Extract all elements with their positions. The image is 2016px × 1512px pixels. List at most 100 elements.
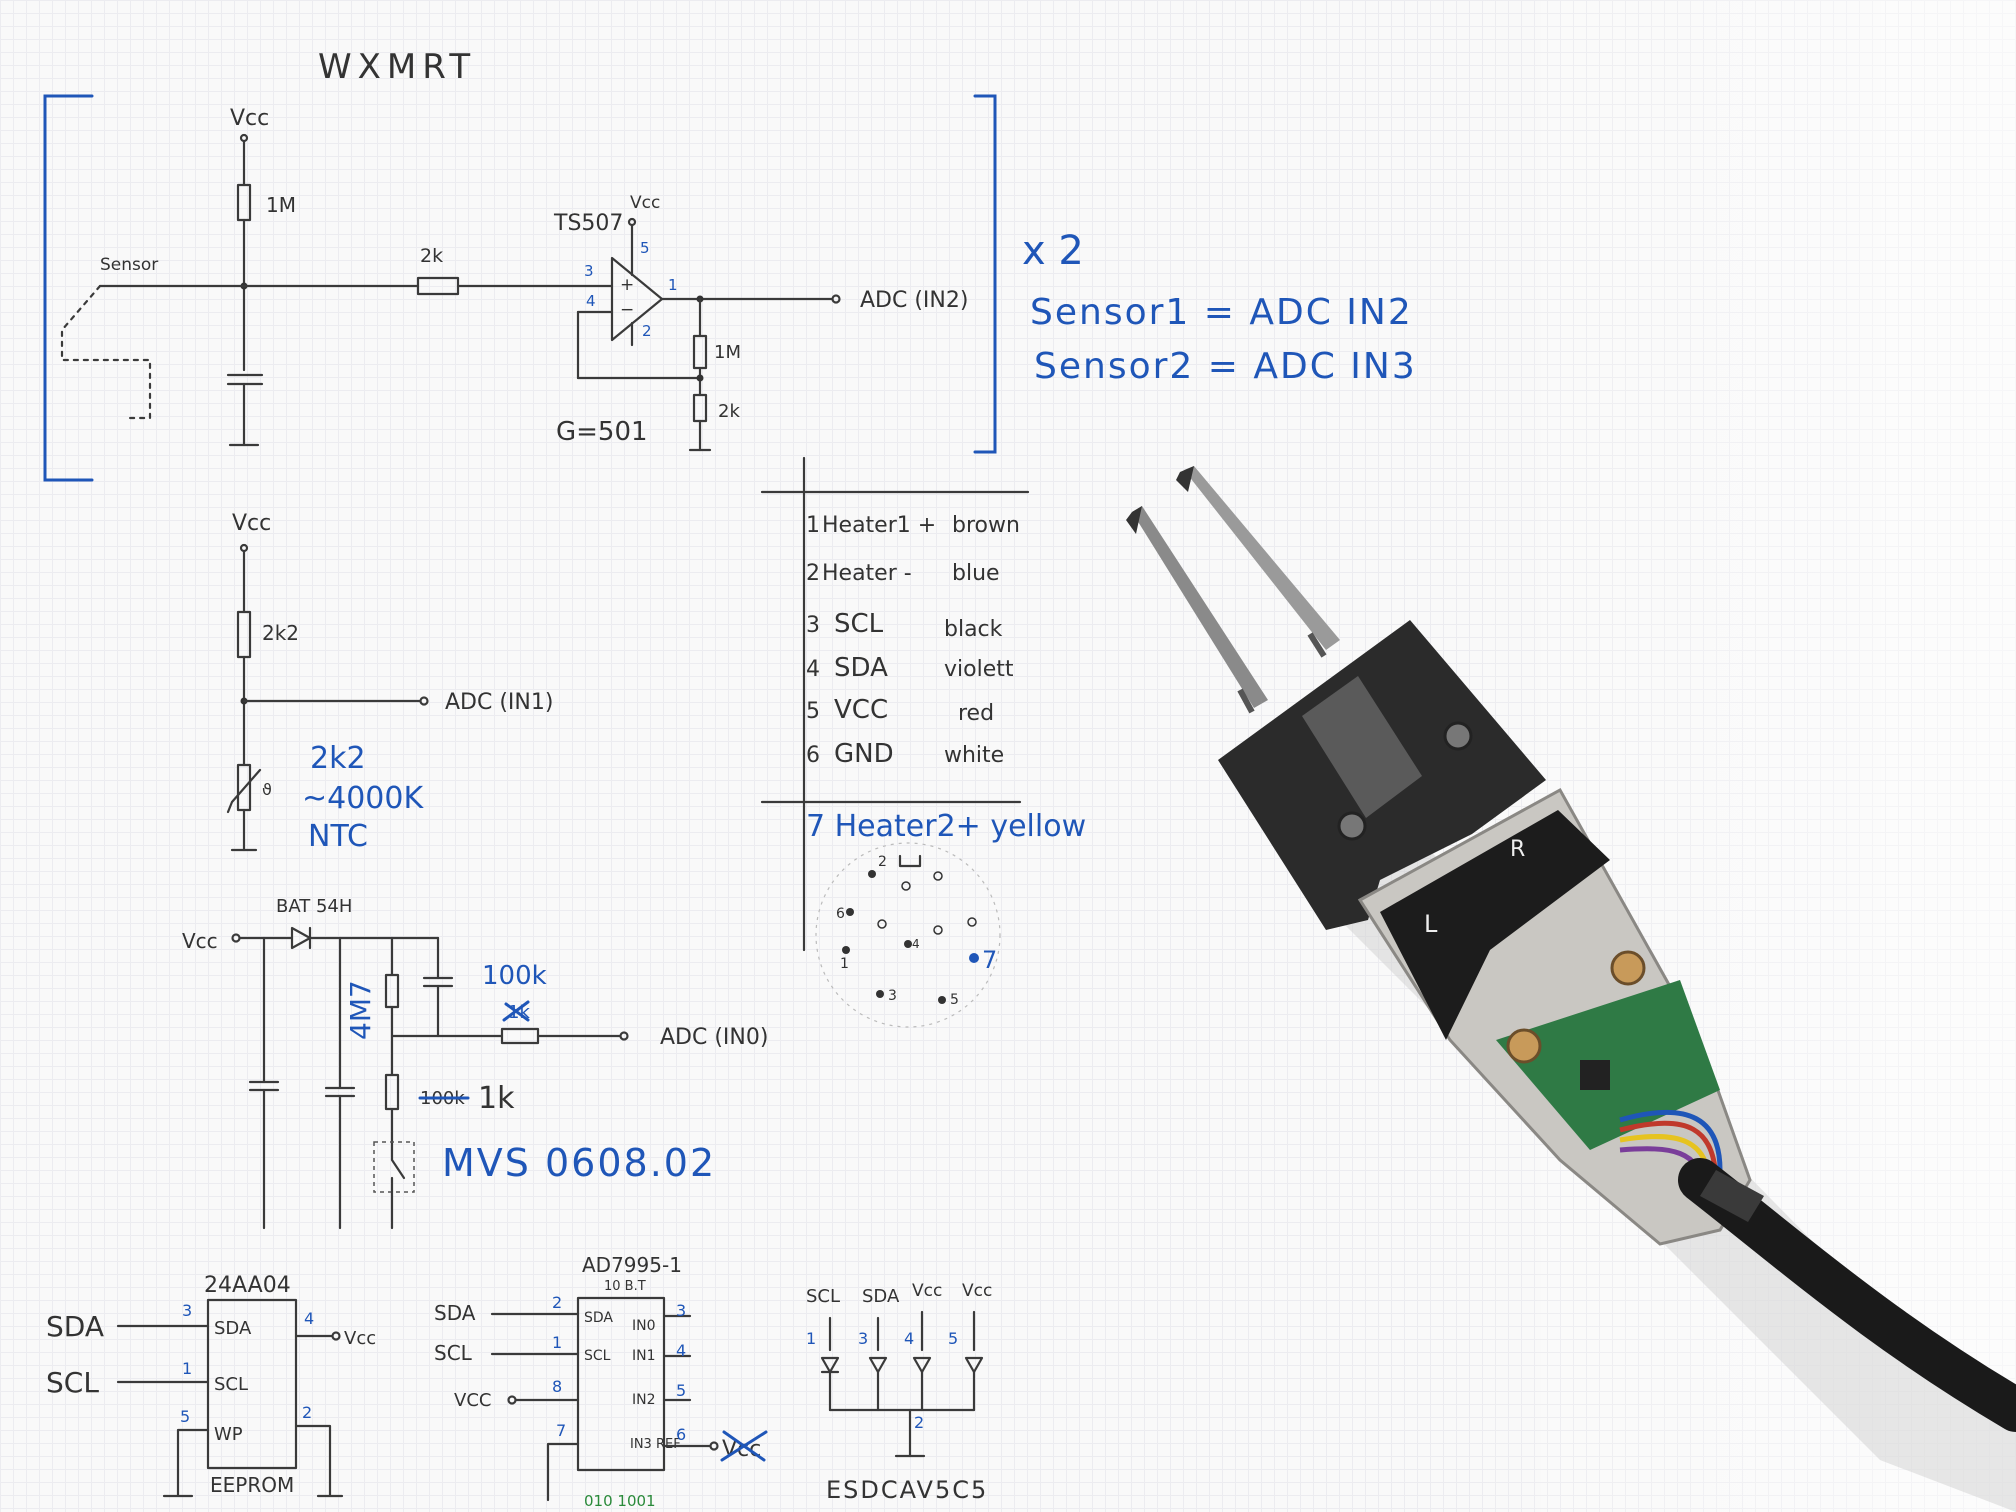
switch-mvs	[373, 1141, 415, 1193]
pin-name: SCL	[834, 609, 884, 639]
pinout-table: 1 Heater1 + brown 2 Heater - blue 3 SCL …	[760, 456, 1086, 1028]
struck-vcc-label: Vcc	[722, 1437, 761, 1462]
svg-text:5: 5	[950, 992, 959, 1008]
svg-text:ϑ: ϑ	[262, 780, 272, 799]
sensor-label: Sensor	[100, 255, 158, 275]
svg-text:1: 1	[806, 1329, 816, 1348]
svg-text:IN0: IN0	[632, 1318, 656, 1334]
wire-color: brown	[952, 513, 1020, 538]
svg-text:WP: WP	[214, 1424, 243, 1445]
eeprom-sda-net: SDA	[46, 1310, 104, 1343]
strike-mark	[720, 1430, 768, 1462]
resistor-2k2	[236, 610, 252, 659]
resistor-1k	[384, 1073, 400, 1111]
svg-text:1: 1	[182, 1359, 192, 1378]
pin-4-label: 4	[586, 292, 596, 310]
adc-address: 010 1001	[584, 1492, 656, 1510]
ntc-vcc-label: Vcc	[232, 511, 271, 536]
ntc-value-line1: 2k2	[310, 741, 366, 776]
svg-text:2: 2	[806, 561, 820, 586]
button-panel	[1380, 810, 1610, 1040]
pin-5-label: 5	[640, 239, 650, 257]
resistor-100k-label: 100k	[482, 961, 547, 991]
esd-diode	[912, 1310, 932, 1412]
esd-part-label: ESDCAV5C5	[826, 1476, 988, 1504]
ntc-circuit: Vcc 2k2 ADC (IN1) ϑ 2k2 ~4000K NTC	[226, 511, 553, 854]
pin-1-label: 1	[668, 276, 678, 294]
eeprom-scl-net: SCL	[46, 1366, 99, 1399]
gain-label: G=501	[556, 417, 648, 447]
adc-chip	[576, 1296, 666, 1472]
adc-in2-terminal	[831, 294, 841, 304]
diode-bat54h	[290, 926, 312, 950]
svg-text:8: 8	[552, 1377, 562, 1396]
svg-text:Vcc: Vcc	[912, 1281, 942, 1301]
eeprom-chip-label: 24AA04	[204, 1273, 291, 1298]
svg-text:SCL: SCL	[806, 1286, 840, 1307]
eeprom-chip	[206, 1298, 298, 1470]
svg-text:4: 4	[904, 1329, 914, 1348]
pin-name: VCC	[834, 695, 888, 725]
tweezer-tips	[1126, 466, 1340, 714]
resistor-4m7	[384, 973, 400, 1009]
svg-text:IN3 REF: IN3 REF	[630, 1437, 681, 1452]
strike-mark	[502, 1000, 530, 1022]
pin-name: SDA	[834, 653, 888, 683]
pinout-row: 4 SDA violett	[806, 653, 1014, 683]
pinout-row: 5 VCC red	[806, 695, 994, 726]
pin-name: Heater -	[822, 561, 912, 586]
wire-color: white	[944, 743, 1004, 768]
ntc-value-line2: ~4000K	[302, 781, 424, 816]
svg-text:4: 4	[806, 657, 820, 682]
adc-in1-label: ADC (IN1)	[445, 690, 553, 715]
adc-in0-label: ADC (IN0)	[660, 1025, 768, 1050]
svg-text:3: 3	[182, 1301, 192, 1320]
eeprom-circuit: 24AA04 EEPROM SDA SCL SDA SCL WP Vcc 3 1…	[46, 1273, 376, 1498]
svg-text:3: 3	[806, 613, 820, 638]
svg-text:IN2: IN2	[632, 1392, 656, 1408]
sensor-amplifier-circuit: Vcc 1M Sensor 2k TS507 Vcc 5 3 4 1 2 + −	[60, 106, 968, 452]
esd-diode	[964, 1310, 984, 1412]
clamp-screw	[1337, 811, 1367, 841]
svg-text:1: 1	[552, 1333, 562, 1352]
sensor-probe-dashed	[60, 284, 152, 420]
adc-sda-net: SDA	[434, 1301, 476, 1325]
svg-text:4: 4	[912, 937, 920, 951]
svg-text:2: 2	[302, 1403, 312, 1422]
svg-text:SDA: SDA	[584, 1310, 613, 1326]
opamp-ts507	[610, 256, 664, 342]
pin-name: GND	[834, 739, 894, 769]
esd-circuit: SCL SDA Vcc Vcc 1 3 4 5 2 ESDCAV5C5	[806, 1281, 992, 1504]
resistor-4m7-label: 4M7	[344, 980, 377, 1040]
eeprom-vcc-label: Vcc	[344, 1328, 376, 1349]
svg-text:1: 1	[806, 513, 820, 538]
sensor2-mapping: Sensor2 = ADC IN3	[1034, 346, 1417, 387]
svg-text:3: 3	[888, 988, 897, 1004]
adc-circuit: AD7995-1 10 B.T 010 1001 SDA SCL VCC SDA…	[434, 1253, 768, 1510]
svg-text:5: 5	[676, 1381, 686, 1400]
adc-in2-label: ADC (IN2)	[860, 288, 968, 313]
adc-scl-net: SCL	[434, 1341, 473, 1365]
svg-text:6: 6	[836, 906, 845, 922]
clamp-screw	[1443, 721, 1473, 751]
wire-color: red	[958, 701, 994, 726]
svg-text:SDA: SDA	[862, 1286, 900, 1307]
switch-circuit: Vcc BAT 54H 4M7 100k 1k ADC (IN0) 100k 1…	[182, 896, 768, 1230]
multiplier-label: x 2	[1022, 228, 1084, 274]
adc-chip-sublabel: 10 B.T	[604, 1279, 646, 1294]
button-l[interactable]: L	[1424, 910, 1438, 938]
resistor-gain-2k	[692, 393, 708, 423]
svg-text:5: 5	[948, 1329, 958, 1348]
svg-text:−: −	[620, 300, 634, 320]
wire-color: violett	[944, 657, 1014, 682]
svg-text:Vcc: Vcc	[962, 1281, 992, 1301]
resistor-100k	[500, 1027, 540, 1045]
switch-vcc-label: Vcc	[182, 929, 218, 953]
pin-3-label: 3	[584, 262, 594, 280]
resistor-1m	[236, 183, 252, 222]
esd-diode	[868, 1316, 888, 1412]
wire-color: blue	[952, 561, 1000, 586]
resistor-feedback-1m	[692, 334, 708, 370]
button-r[interactable]: R	[1510, 837, 1525, 862]
